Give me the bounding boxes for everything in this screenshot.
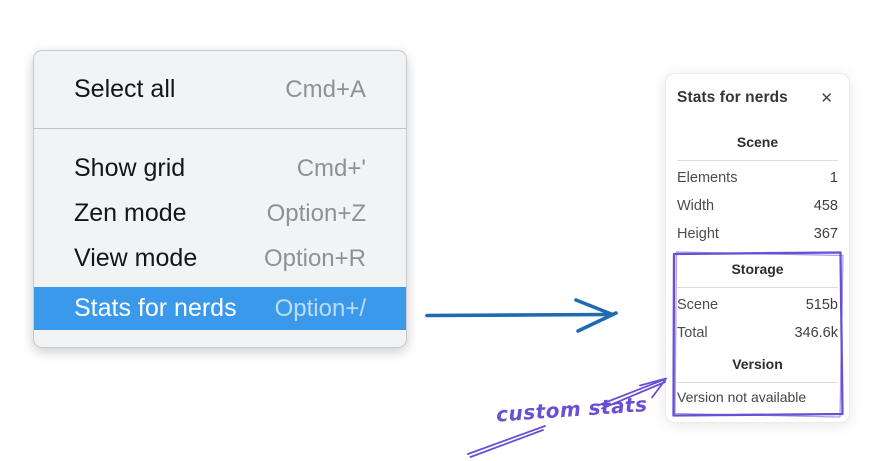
menu-item-shortcut: Cmd+' [296,154,366,182]
close-icon[interactable]: ✕ [820,89,833,107]
stat-label: Elements [677,170,738,186]
stats-section-storage: Storage Scene 515b Total 346.6k [677,261,838,347]
stat-value: 1 [829,170,838,186]
menu-item-show-grid[interactable]: Show grid Cmd+' [34,146,406,191]
stat-value: 515b [805,297,838,313]
stats-panel-header: Stats for nerds ✕ [677,88,838,108]
section-rule [677,382,838,383]
annotation-label: custom stats [495,392,649,427]
stat-label: Width [677,198,715,214]
menu-item-shortcut: Cmd+A [285,75,366,103]
menu-divider [34,128,406,129]
flow-arrow-icon [425,298,618,333]
stat-value: 367 [813,226,838,242]
stat-row-scene-storage: Scene 515b [677,291,838,319]
stat-label: Total [677,325,708,341]
context-menu: Select all Cmd+A Show grid Cmd+' Zen mod… [33,50,407,348]
section-heading: Scene [736,134,779,150]
menu-item-shortcut: Option+R [263,244,366,272]
stat-row-total-storage: Total 346.6k [677,319,838,347]
menu-item-label: Stats for nerds [74,294,237,322]
stat-label: Height [677,226,719,242]
menu-item-label: Select all [74,75,176,103]
stats-section-scene: Scene Elements 1 Width 458 Height 367 [677,134,838,248]
menu-item-view-mode[interactable]: View mode Option+R [34,236,406,281]
menu-item-stats-for-nerds[interactable]: Stats for nerds Option+/ [34,287,406,330]
menu-item-label: Show grid [74,154,186,182]
stat-row-height: Height 367 [677,220,838,248]
stat-label: Scene [677,297,719,313]
menu-item-select-all[interactable]: Select all Cmd+A [34,51,406,128]
menu-item-shortcut: Option+/ [274,294,366,322]
stat-row-width: Width 458 [677,192,838,220]
menu-item-shortcut: Option+Z [266,199,366,227]
menu-group: Show grid Cmd+' Zen mode Option+Z View m… [34,129,406,330]
section-heading: Version [732,356,783,372]
stat-row-elements: Elements 1 [677,164,838,192]
stats-panel: Stats for nerds ✕ Scene Elements 1 Width… [665,73,850,423]
menu-item-label: View mode [74,244,198,272]
stat-value: 458 [813,198,838,214]
menu-item-label: Zen mode [74,199,187,227]
version-note: Version not available [677,389,807,405]
stats-section-version: Version Version not available [677,356,838,405]
section-heading: Storage [731,261,784,277]
section-rule [677,160,838,161]
stat-value: 346.6k [794,325,838,341]
annotation-arrow-icon [467,377,667,458]
menu-item-zen-mode[interactable]: Zen mode Option+Z [34,191,406,236]
stats-panel-title: Stats for nerds [677,89,788,106]
section-rule [677,287,838,288]
